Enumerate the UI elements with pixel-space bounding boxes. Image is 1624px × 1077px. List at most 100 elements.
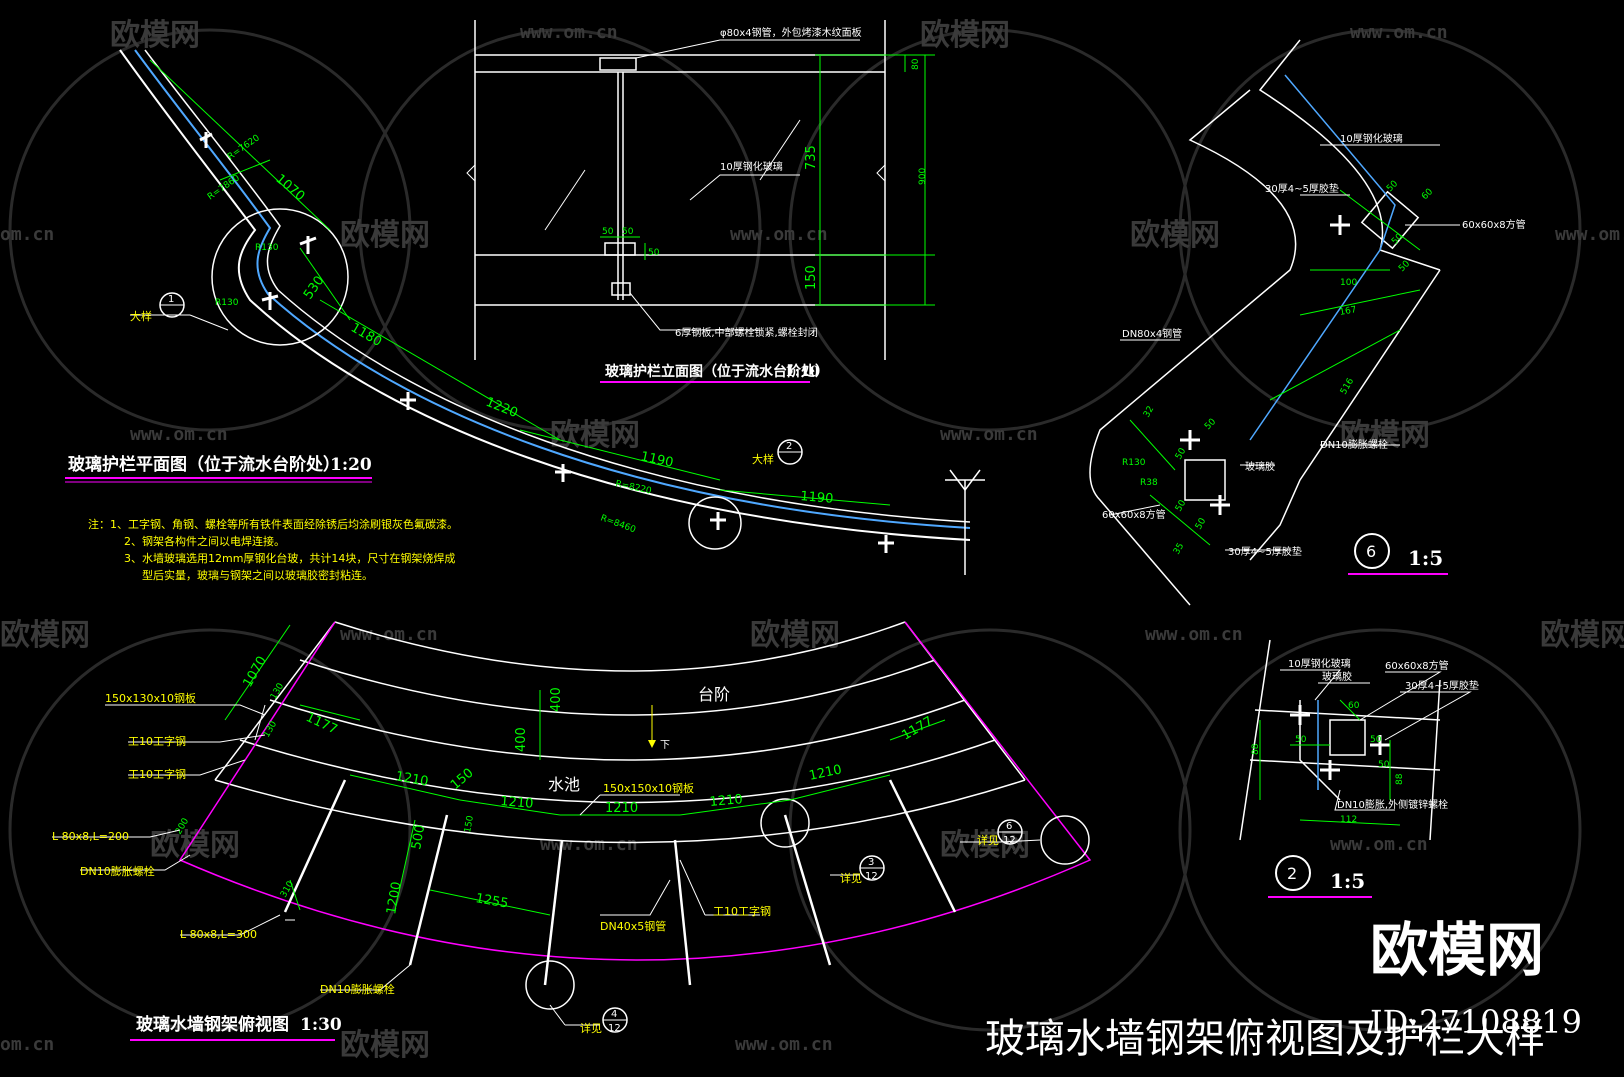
step-label: 台阶 [698,685,730,704]
detail2-label: 10厚钢化玻璃 [1288,657,1351,670]
detail2-number: 2 [1287,864,1297,883]
watermark-layer: 欧模网 www.om.cn 欧模网 www.om.cn om.cn 欧模网 ww… [0,18,1624,1063]
top-view-dim: 1210 [709,792,743,810]
watermark-url: www.om.cn [1145,624,1243,645]
detail-ref-bubble: 3 12 [859,855,885,882]
section-arrow [945,469,985,575]
drawing-bottom-title: 玻璃水墙钢架俯视图及护栏大样 [985,1016,1545,1062]
detail6-bubble [1354,533,1390,569]
plan-dim: 1180 [348,320,384,350]
detail6-number: 6 [1366,542,1376,561]
watermark-url: www.om.cn [520,22,618,43]
watermark-url: www.om.cn [940,424,1038,445]
plan-dim: R=8460 [599,513,637,535]
brand-id: ID:27108819 [1370,1003,1582,1041]
detail6-dim: 100 [1340,278,1357,288]
svg-text:12: 12 [608,1023,621,1034]
top-view-label: 详见 [977,833,999,847]
detail-2: 60 50 50 50 88 88 112 10厚钢化玻璃 玻璃胶 60x60x… [1239,639,1479,898]
top-view-dim: 1210 [808,762,843,784]
top-view-dim: 150 [463,815,476,834]
detail6-dim: 50 [1203,417,1218,432]
plan-view-scale: 1:20 [330,455,372,475]
detail6-dim: R38 [1140,478,1158,488]
elevation-dim: 50 [648,248,660,258]
down-label: 下 [660,740,670,751]
top-view-dim: 130 [269,681,286,701]
plan-dim: 1070 [272,172,307,205]
svg-text:12: 12 [865,871,878,882]
top-view-label: DN10膨胀螺栓 [320,982,395,996]
brand-block: 欧模网 ID:27108819 玻璃水墙钢架俯视图及护栏大样 [985,916,1582,1062]
plan-view: 1070 R=7620 R=7860 R130 R130 530 1180 12… [65,49,985,575]
note-line: 3、水墙玻璃选用12mm厚钢化台玻，共计14块，尺寸在钢架烧焊成 [124,551,455,565]
detail6-dim: 60 [1420,187,1435,202]
elevation-view-scale: 1:10 [785,364,820,380]
watermark-brand: 欧模网 [340,218,430,253]
watermark-brand: 欧模网 [1130,218,1220,253]
detail2-label: 玻璃胶 [1322,670,1352,683]
plan-dim: R=7860 [206,173,242,202]
plan-dim: R130 [255,243,279,253]
plan-dim: 530 [301,273,328,302]
top-view-label: 工10工字钢 [713,904,771,918]
note-line: 2、钢架各构件之间以电焊连接。 [124,534,285,548]
top-view-label: 详见 [580,1021,602,1035]
note-line: 型后实量，玻璃与钢架之间以玻璃胶密封粘连。 [142,568,373,582]
elevation-dim: 735 [804,145,819,170]
top-view-title: 玻璃水墙钢架俯视图 [136,1014,289,1035]
watermark-url: www.om.cn [1555,224,1624,245]
detail6-dim: 50 [1174,446,1189,461]
watermark-brand: 欧模网 [920,18,1010,53]
detail2-dim: 50 [1378,760,1390,770]
elevation-bolt-note: 6厚钢板,中部螺栓锁紧,螺栓封闭 [675,326,818,339]
top-view-label: 工10工字钢 [128,767,186,781]
top-view-label: 工10工字钢 [128,734,186,748]
top-view-dim: 400 [549,687,564,712]
watermark-brand: 欧模网 [340,1028,430,1063]
elevation-view: 80 735 900 150 50 50 50 φ80x4钢管，外包烤漆木纹面板… [466,20,935,383]
top-view-dim: 1200 [384,880,405,915]
elevation-dim: 80 [911,58,921,70]
elevation-dim: 50 [602,227,614,237]
detail-circle [1040,815,1090,865]
elevation-dim: 900 [918,168,928,185]
detail6-dim: R130 [1122,458,1146,468]
top-view-label: DN40x5钢管 [600,919,666,933]
plan-callout-label: 大样 [130,309,152,323]
watermark-url: www.om.cn [735,1034,833,1055]
pool-label: 水池 [548,775,580,794]
plan-dim: 1190 [639,449,674,471]
elevation-dim: 150 [804,265,819,290]
watermark-url: om.cn [0,1034,54,1055]
top-view-dim: 500 [409,824,428,851]
watermark-url: www.om.cn [130,424,228,445]
detail6-dim: 35 [1172,542,1186,557]
detail6-label: 30厚4~5厚胶垫 [1265,182,1339,195]
detail-6: 50 60 50 50 100 167 516 32 50 50 R130 R3… [1089,39,1526,606]
elevation-glass-note: 10厚钢化玻璃 [720,160,783,173]
detail-circle [525,960,575,1010]
plan-dim: R130 [215,298,239,308]
watermark-brand: 欧模网 [110,18,200,53]
top-view-label: L 80x8,L=200 [52,830,129,843]
elevation-top-note: φ80x4钢管，外包烤漆木纹面板 [720,26,862,39]
watermark-brand: 欧模网 [1340,418,1430,453]
detail6-scale: 1:5 [1408,546,1443,570]
detail2-label: 30厚4~5厚胶垫 [1405,679,1479,692]
general-notes: 注：1、工字钢、角钢、螺栓等所有铁件表面经除锈后均涂刷银灰色氟碳漆。 2、钢架各… [88,517,458,582]
plan-callout-num: 1 [168,294,174,305]
detail2-bubble [1275,855,1311,891]
plan-callout-num: 2 [786,441,792,452]
detail2-label: 60x60x8方管 [1385,659,1449,672]
svg-text:6: 6 [1006,821,1012,832]
top-view-label: 150x130x10钢板 [105,691,196,705]
detail6-label: 玻璃胶 [1245,460,1275,473]
detail2-dim: 50 [1295,735,1307,745]
detail2-scale: 1:5 [1330,869,1365,893]
detail6-dim: 167 [1339,305,1358,318]
top-view-scale: 1:30 [300,1015,342,1035]
note-line: 注：1、工字钢、角钢、螺栓等所有铁件表面经除锈后均涂刷银灰色氟碳漆。 [88,517,458,531]
top-view-dim: 1255 [474,891,509,912]
watermark-brand: 欧模网 [750,618,840,653]
